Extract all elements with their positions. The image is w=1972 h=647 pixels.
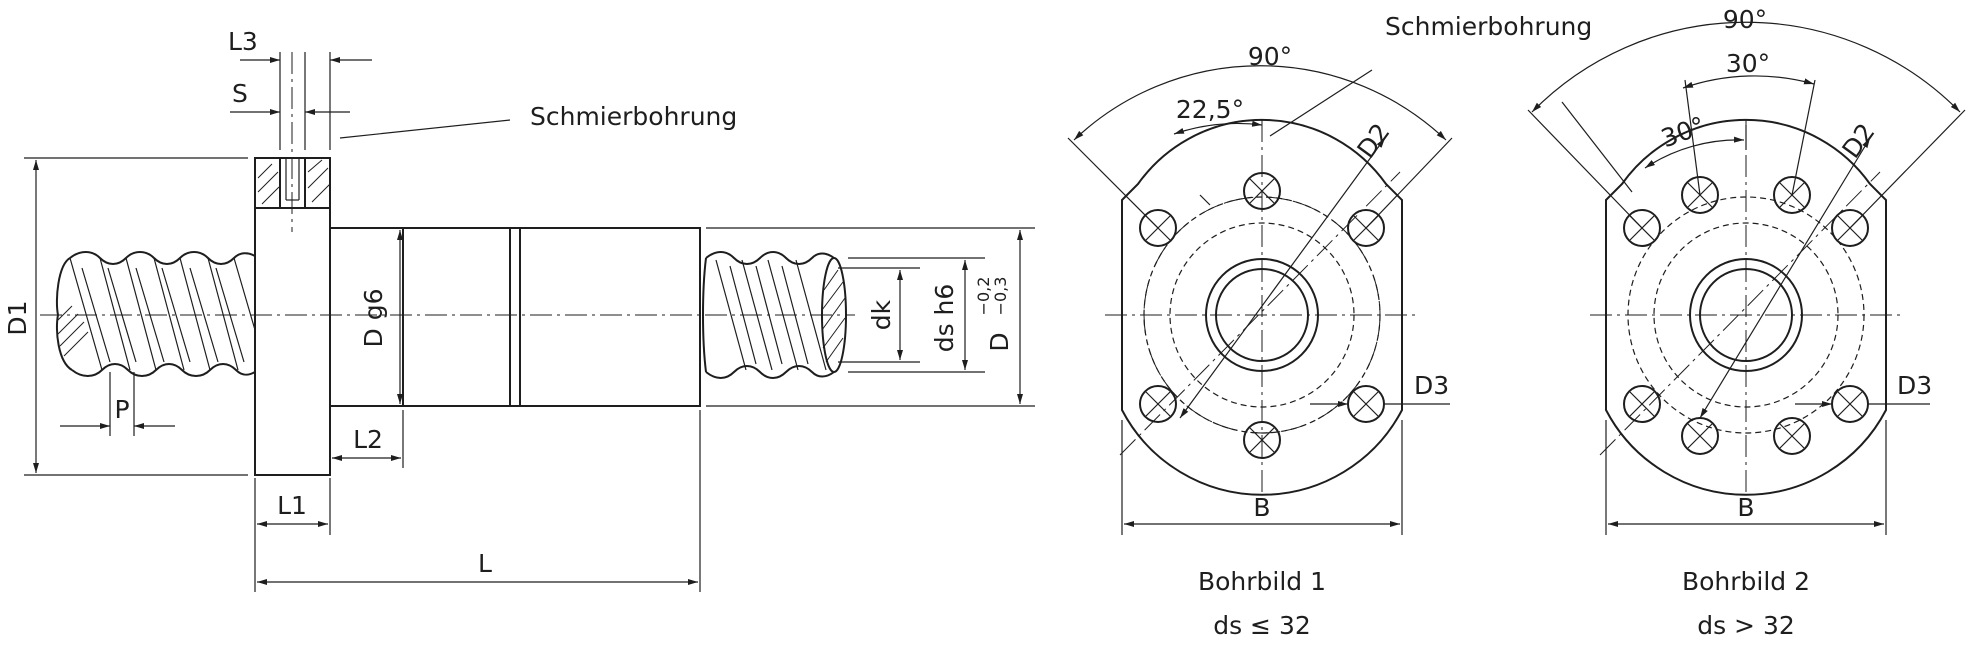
label-D: D: [985, 332, 1014, 351]
p2-condition: ds > 32: [1697, 611, 1795, 640]
dim-L3-S: [230, 52, 511, 150]
nut-body: [329, 227, 701, 407]
label-P: P: [114, 395, 129, 424]
p1-condition: ds ≤ 32: [1213, 611, 1311, 640]
p2-caption: Bohrbild 2: [1682, 567, 1810, 596]
label-L1: L1: [277, 491, 307, 520]
label-lube-hole: Schmierbohrung: [530, 102, 737, 131]
dim-D1: [24, 157, 248, 476]
label-tol-upper: −0,2: [974, 277, 993, 316]
p2-D3: D3: [1897, 371, 1932, 400]
dim-P: [60, 372, 175, 436]
label-S: S: [232, 79, 248, 108]
p2-B: B: [1737, 493, 1754, 522]
p1-angle-inner: 22,5°: [1176, 95, 1244, 124]
hole-pattern-2: 90° 30° 30° D2 D3 B Bohrbild 2 ds > 32: [1527, 5, 1966, 640]
dim-L1: [254, 478, 331, 592]
p1-caption: Bohrbild 1: [1198, 567, 1326, 596]
dim-L2: [332, 410, 404, 468]
label-Dg6: D g6: [359, 289, 388, 348]
label-L3: L3: [228, 27, 258, 56]
p2-angle-inner: 30°: [1657, 111, 1709, 153]
p1-D3: D3: [1414, 371, 1449, 400]
label-tol-lower: −0,3: [991, 277, 1010, 316]
left-screw-shaft: [55, 251, 256, 377]
p2-angle-outer: 90°: [1723, 5, 1767, 34]
dim-L: [257, 410, 701, 592]
label-ds-h6: ds h6: [930, 284, 959, 353]
p1-lube-hole: Schmierbohrung: [1385, 12, 1592, 41]
label-L: L: [478, 549, 492, 578]
p2-angle-mid: 30°: [1726, 49, 1770, 78]
label-D1: D1: [3, 300, 32, 335]
label-dk: dk: [867, 299, 896, 330]
p1-D2: D2: [1351, 118, 1395, 163]
flange: [254, 52, 331, 476]
dim-dk-ds-D: [706, 227, 1035, 407]
side-view: L3 S Schmierbohrung D1 D g6 dk ds h6 D −…: [3, 27, 1035, 592]
p1-angle-outer: 90°: [1248, 42, 1292, 71]
right-screw-shaft: [702, 251, 847, 379]
p1-B: B: [1253, 493, 1270, 522]
label-L2: L2: [353, 425, 383, 454]
p2-D2: D2: [1836, 118, 1880, 163]
hole-pattern-1: 90° 22,5° Schmierbohrung D2 D3 B Bohrbil…: [1067, 12, 1592, 640]
flange-outline-2: [1605, 118, 1887, 496]
